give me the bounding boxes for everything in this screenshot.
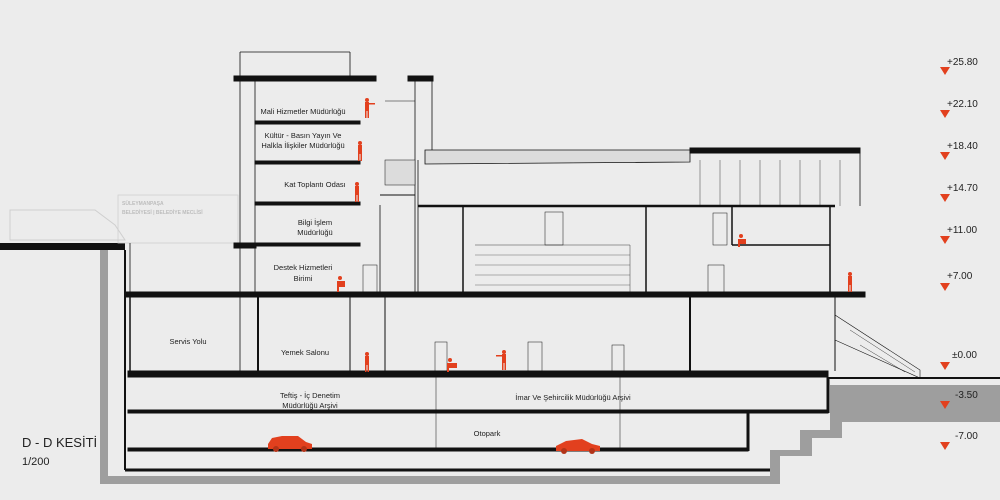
triangle-down-icon [940,194,950,202]
ground [0,243,1000,500]
triangle-down-icon [940,236,950,244]
drawing-scale: 1/200 [22,456,50,468]
level-marker: -3.50 [940,390,978,409]
person-icon [337,276,345,292]
room-destek-line1: Destek Hizmetleri [274,263,333,272]
person-icon [355,182,359,202]
room-kultur-line2: Halkla İlişkiler Müdürlüğü [261,141,344,150]
level-marker: +11.00 [940,225,978,244]
room-destek-line2: Birimi [294,274,313,283]
triangle-down-icon [940,152,950,160]
level-marker: +22.10 [940,99,978,118]
level-markers: +25.80 +22.10 +18.40 +14.70 +11.00 +7.00… [940,57,978,450]
level-label: -3.50 [955,390,978,401]
triangle-down-icon [940,110,950,118]
room-bilgi-line1: Bilgi İşlem [298,218,332,227]
triangle-down-icon [940,283,950,291]
figures [268,98,852,454]
person-icon [848,272,852,292]
room-kultur-line1: Kültür - Basın Yayın Ve [265,131,342,140]
room-yemek: Yemek Salonu [281,348,329,357]
person-icon [738,234,746,247]
person-icon [365,352,369,372]
level-marker: -7.00 [940,431,978,450]
person-icon [496,350,506,370]
level-label: -7.00 [955,431,978,442]
person-icon [365,98,375,118]
room-labels: Mali Hizmetler Müdürlüğü Kültür - Basın … [169,107,631,438]
level-marker: +25.80 [940,57,978,75]
background-building: SÜLEYMANPAŞA BELEDİYESİ | BELEDİYE MECLİ… [9,194,239,244]
room-toplanti: Kat Toplantı Odası [284,180,346,189]
level-marker: ±0.00 [940,350,977,370]
triangle-down-icon [940,362,950,370]
level-label: +22.10 [947,99,978,110]
person-icon [447,358,457,372]
level-label: +14.70 [947,183,978,194]
building [124,51,921,452]
car-icon [556,439,600,454]
level-label: +7.00 [947,271,973,282]
room-mali: Mali Hizmetler Müdürlüğü [260,107,345,116]
title-block: D - D KESİTİ 1/200 [22,435,97,468]
room-otopark: Otopark [474,429,501,438]
level-marker: +14.70 [940,183,978,202]
room-teftis-line1: Teftiş - İç Denetim [280,391,340,400]
car-icon [268,436,312,452]
level-label: +18.40 [947,141,978,152]
person-icon [358,141,362,161]
level-marker: +18.40 [940,141,978,160]
level-label: ±0.00 [952,350,977,361]
level-label: +25.80 [947,57,978,68]
triangle-down-icon [940,401,950,409]
room-imar: İmar Ve Şehircilik Müdürlüğü Arşivi [515,393,631,402]
bg-sign-line2: BELEDİYESİ | BELEDİYE MECLİSİ [122,209,203,216]
level-label: +11.00 [947,225,978,236]
triangle-down-icon [940,442,950,450]
triangle-down-icon [940,67,950,75]
room-teftis-line2: Müdürlüğü Arşivi [282,401,338,410]
drawing-title: D - D KESİTİ [22,435,97,450]
bg-sign-line1: SÜLEYMANPAŞA [122,200,164,207]
room-bilgi-line2: Müdürlüğü [297,228,332,237]
level-marker: +7.00 [940,271,973,291]
room-servis: Servis Yolu [169,337,206,346]
